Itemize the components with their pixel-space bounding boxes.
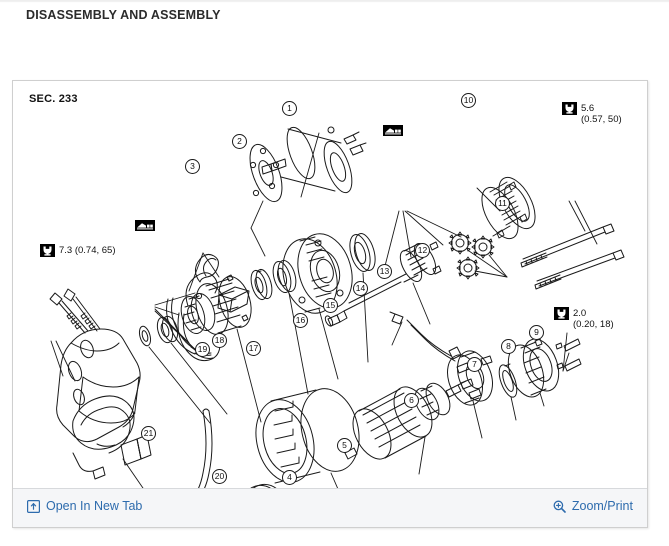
callout-16: 16 (293, 313, 308, 328)
page-title: DISASSEMBLY AND ASSEMBLY (26, 8, 221, 22)
callout-14: 14 (353, 281, 368, 296)
part-washers-14 (272, 233, 376, 294)
callout-10: 10 (461, 93, 476, 108)
callout-18: 18 (212, 333, 227, 348)
callout-11: 11 (495, 196, 510, 211)
torque-bottom-right: 2.0(0.20, 18) (554, 307, 614, 330)
open-in-new-tab-label: Open In New Tab (46, 499, 143, 513)
part-lever-rod (197, 408, 213, 489)
zoom-print-label: Zoom/Print (571, 499, 633, 513)
exploded-view-diagram: SEC. 233 (13, 81, 647, 489)
starter-motor-linework (49, 126, 625, 489)
part-internal-gear (481, 176, 536, 240)
torque-bottom-right-sub: (0.20, 18) (573, 319, 614, 330)
callout-6: 6 (404, 393, 419, 408)
open-in-new-tab-button[interactable]: Open In New Tab (27, 499, 142, 513)
torque-left-text: 7.3 (0.74, 65) (59, 244, 116, 256)
torque-wrench-icon (562, 102, 577, 115)
part-front-housing (56, 328, 152, 480)
part-armature-shaft (324, 241, 442, 327)
section-label: SEC. 233 (29, 93, 78, 105)
magnifier-plus-icon (553, 500, 566, 513)
callout-20: 20 (212, 469, 227, 484)
callout-21: 21 (141, 426, 156, 441)
callout-5: 5 (337, 438, 352, 453)
part-retainer-16 (250, 268, 273, 301)
part-yoke (255, 388, 360, 484)
callout-4: 4 (282, 470, 297, 485)
figure-panel: SEC. 233 (12, 80, 648, 528)
torque-wrench-icon (554, 307, 569, 320)
callout-17: 17 (246, 341, 261, 356)
part-gear-case (282, 233, 353, 314)
torque-bottom-right-text: 2.0(0.20, 18) (573, 307, 614, 330)
callout-8: 8 (501, 339, 516, 354)
part-planetary-gears (448, 231, 495, 280)
callout-3: 3 (185, 159, 200, 174)
part-oring-8 (498, 363, 518, 398)
callout-7: 7 (467, 357, 482, 372)
callout-13: 13 (377, 264, 392, 279)
torque-top-right: 5.6(0.57, 50) (562, 102, 622, 125)
callout-2: 2 (232, 134, 247, 149)
part-mount-bolts (49, 288, 101, 334)
figure-action-bar: Open In New Tab Zoom/Print (13, 488, 647, 527)
torque-top-right-text: 5.6(0.57, 50) (581, 102, 622, 125)
zoom-print-button[interactable]: Zoom/Print (553, 499, 633, 513)
part-flange-plate (249, 143, 283, 203)
part-rear-cap (507, 338, 560, 398)
torque-left: 7.3 (0.74, 65) (40, 244, 116, 257)
grease-icon (383, 125, 403, 136)
part-through-bolts (520, 223, 625, 290)
part-solenoid (261, 126, 367, 194)
callout-19: 19 (195, 342, 210, 357)
open-in-new-tab-icon (27, 499, 40, 513)
part-washers-18-19 (138, 315, 179, 347)
callout-1: 1 (282, 101, 297, 116)
callout-9: 9 (529, 325, 544, 340)
callout-15: 15 (323, 298, 338, 313)
torque-top-right-sub: (0.57, 50) (581, 114, 622, 125)
torque-left-value: 7.3 (0.74, 65) (59, 245, 116, 256)
part-armature (344, 380, 467, 460)
part-rear-cover (238, 483, 294, 489)
grease-icon (135, 220, 155, 231)
torque-top-right-value: 5.6 (581, 103, 595, 114)
torque-wrench-icon (40, 244, 55, 257)
part-pinion-clutch (180, 274, 252, 335)
callout-12: 12 (415, 243, 430, 258)
window-top-divider (0, 0, 669, 3)
torque-bottom-right-value: 2.0 (573, 308, 587, 319)
